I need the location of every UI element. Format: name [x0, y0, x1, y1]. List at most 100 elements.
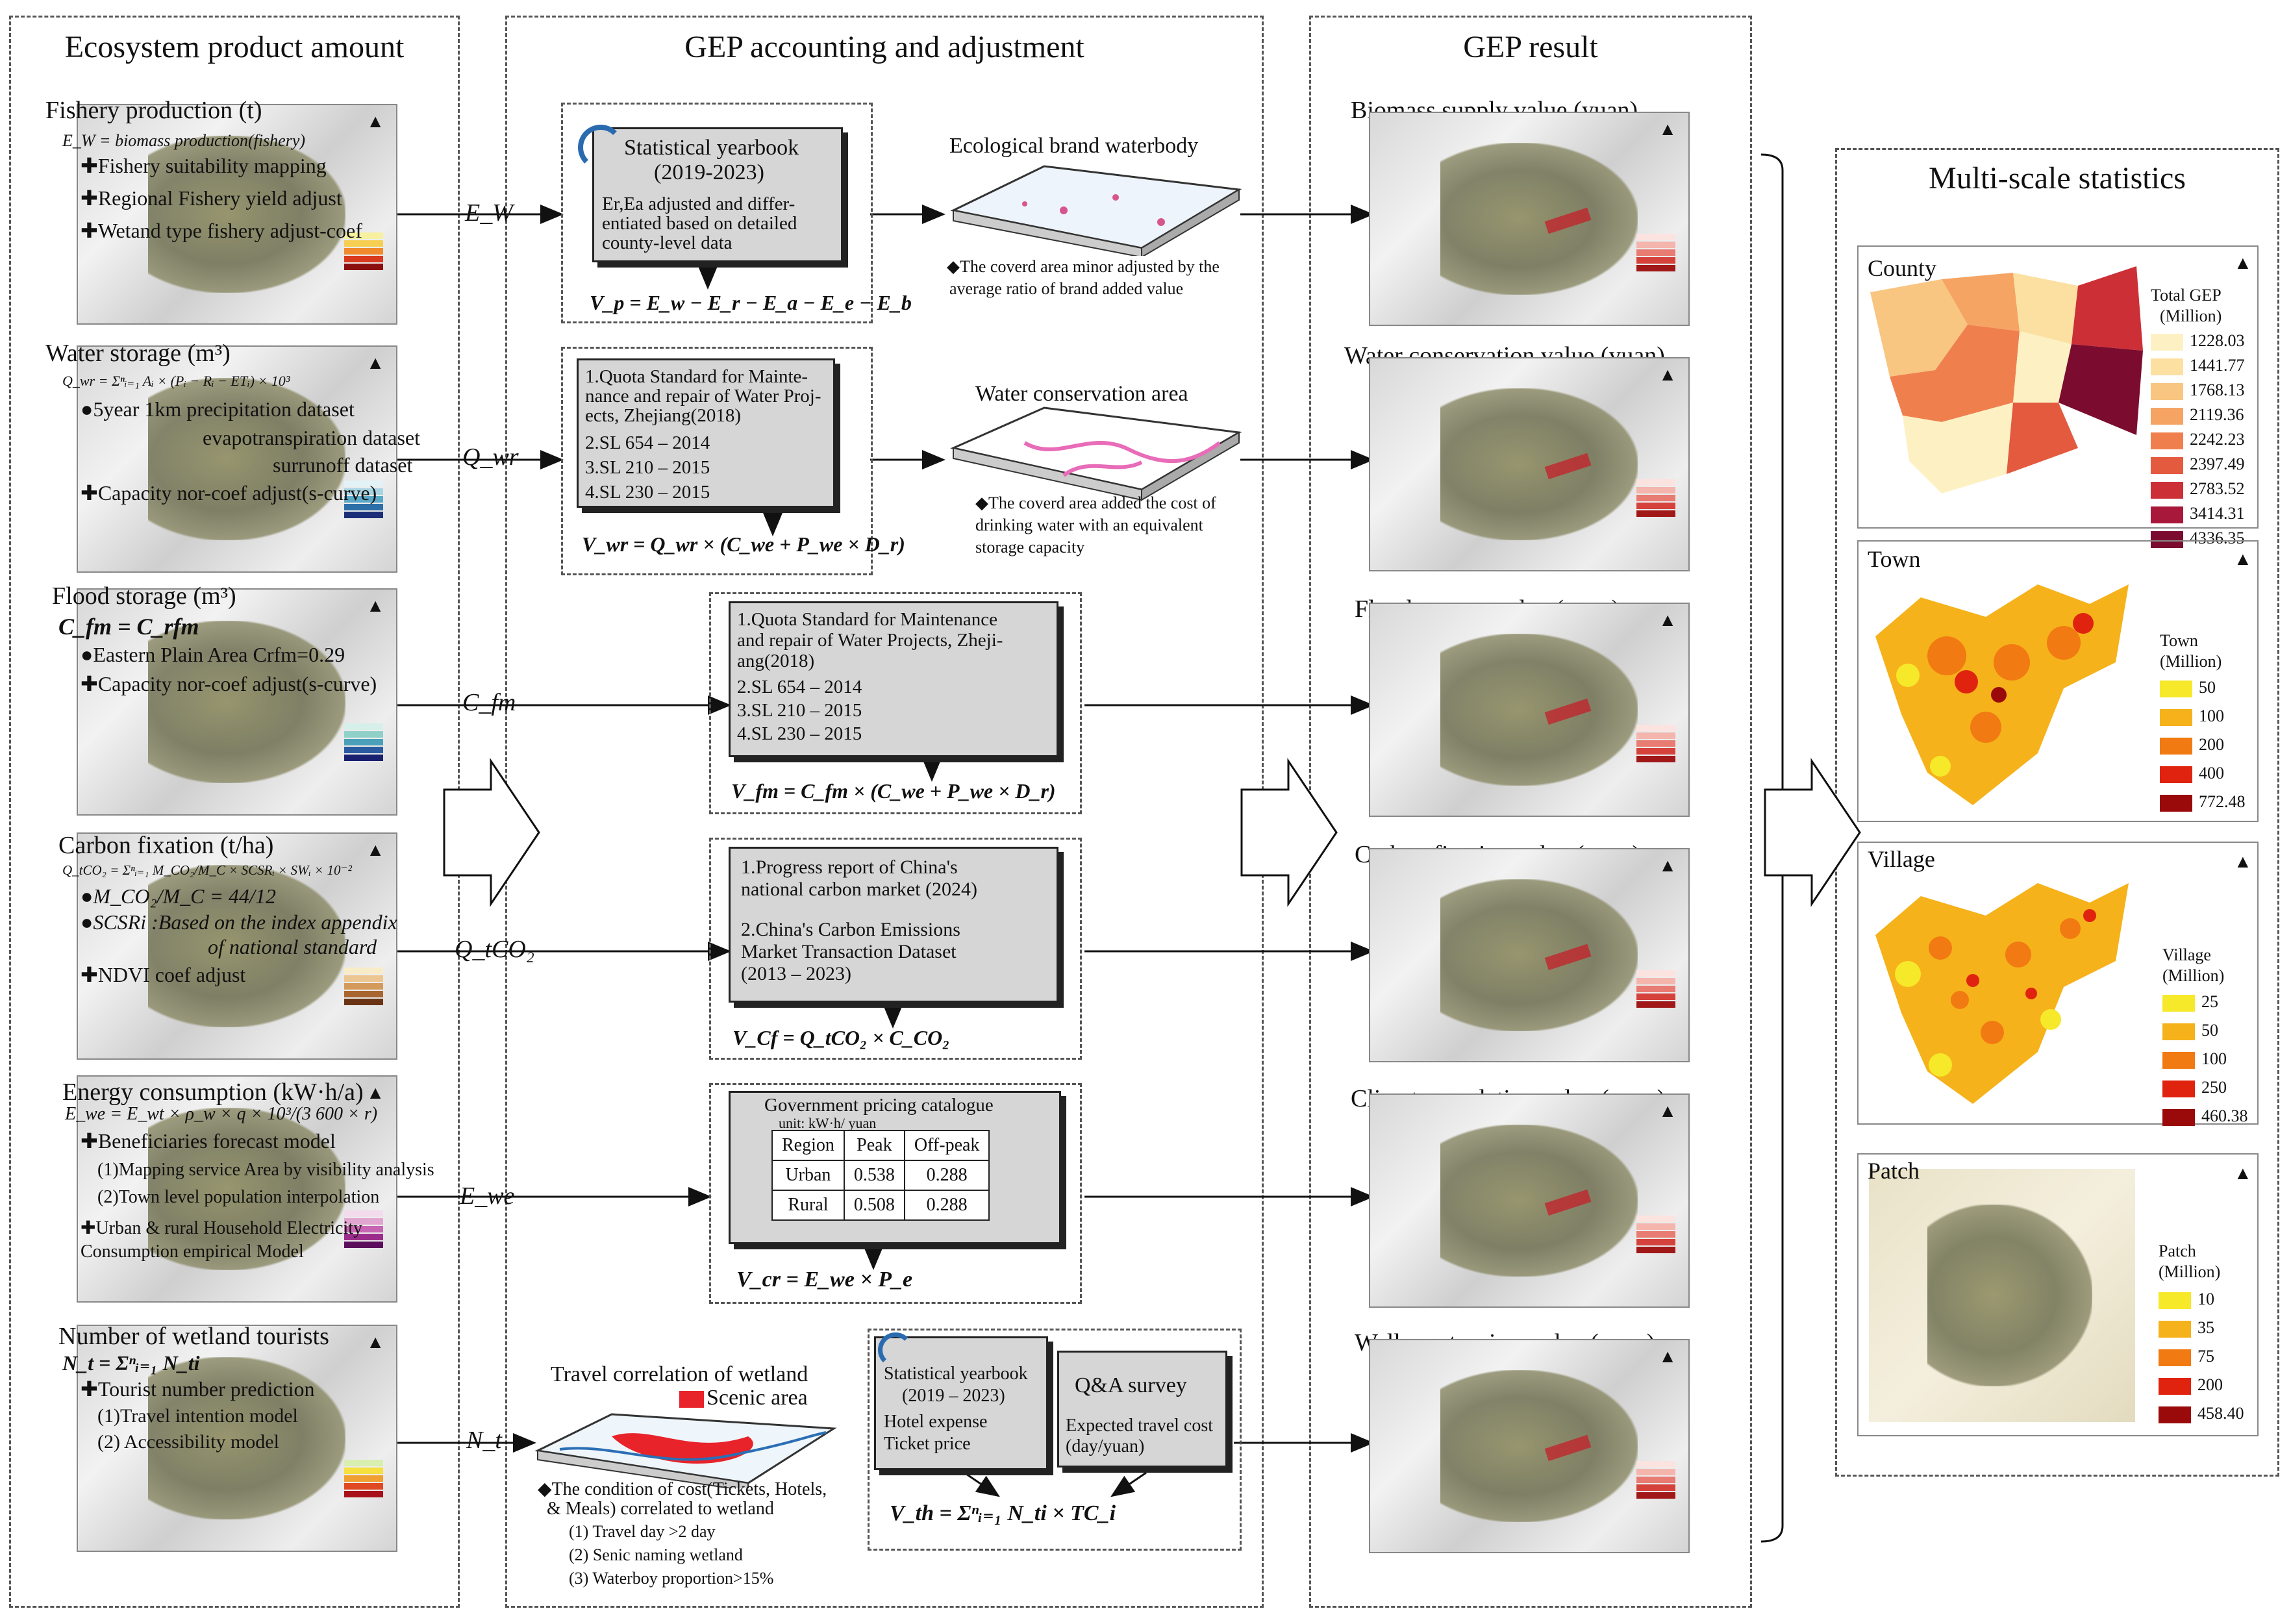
legend-title: (Million): [2160, 306, 2222, 325]
fishery-map: ▲: [77, 104, 397, 325]
product-line: ✚Tourist number prediction: [81, 1377, 315, 1401]
table-cell: Urban: [771, 1160, 845, 1191]
table-cell: 0.508: [843, 1190, 905, 1221]
legend-swatch: [2151, 334, 2183, 351]
area-note: drinking water with an equivalent: [975, 516, 1203, 534]
yearbook-logo-icon: [578, 125, 623, 170]
map-legend: [344, 481, 383, 558]
map-legend: [344, 1210, 383, 1288]
result-map-tourism: ▲: [1369, 1339, 1690, 1553]
legend-swatch: [2159, 1349, 2191, 1366]
map-legend: [1636, 725, 1675, 803]
doc-line: Ticket price: [884, 1434, 971, 1454]
brand-waterbody-map: [947, 158, 1246, 258]
yearbook-logo-icon: [878, 1332, 913, 1368]
eq-vfm: V_fm = C_fm × (C_we + P_we × D_r): [731, 779, 1056, 803]
eq-vcr: V_cr = E_we × P_e: [736, 1268, 913, 1292]
product-line: ✚Fishery suitability mapping: [81, 154, 327, 177]
legend-swatch: [2160, 766, 2192, 783]
water-accounting-box: [561, 347, 873, 575]
table-cell: Rural: [771, 1190, 845, 1221]
doc-line: (2019 – 2023): [902, 1386, 1005, 1406]
area-note: (1) Travel day >2 day: [569, 1522, 716, 1541]
legend-value: 460.38: [2201, 1106, 2248, 1125]
fishery-accounting-box: [561, 103, 873, 323]
table-cell: 0.288: [903, 1160, 990, 1191]
carbon-fixation-map: ▲: [77, 832, 397, 1060]
product-line: ✚Beneficiaries forecast model: [81, 1129, 336, 1153]
map-legend: [344, 723, 383, 801]
result-map-water: ▲: [1369, 357, 1690, 571]
result-map-climate: ▲: [1369, 1093, 1690, 1308]
product-title-energy: Energy consumption (kW·h/a): [62, 1079, 364, 1106]
legend-value: 200: [2197, 1375, 2223, 1394]
product-line: ✚NDVI coef adjust: [81, 963, 246, 986]
area-note: & Meals) correlated to wetland: [547, 1499, 774, 1519]
legend-swatch: [2151, 482, 2183, 499]
pricing-table: Region Peak Off-peak Urban 0.538 0.288 R…: [771, 1130, 990, 1221]
north-arrow-icon: ▲: [1659, 610, 1677, 631]
map-legend: [1636, 970, 1675, 1048]
tourism-doc-survey: Q&A survey Expected travel cost (day/yua…: [1057, 1351, 1227, 1468]
product-line: evapotranspiration dataset: [203, 426, 420, 449]
symbol-ewe: E_we: [460, 1182, 515, 1210]
town-map: [1869, 558, 2135, 812]
legend-value: 100: [2201, 1049, 2227, 1068]
doc-line: 1.Quota Standard for Maintenance: [737, 609, 998, 630]
product-title-flood: Flood storage (m³): [52, 582, 236, 610]
column-title-result: GEP result: [1463, 30, 1598, 64]
village-map: [1869, 857, 2135, 1110]
product-line: ✚Regional Fishery yield adjust: [81, 186, 342, 210]
doc-line: 2.China's Carbon Emissions: [741, 919, 960, 940]
eq-vcf: V_Cf = Q_tCO₂ × C_CO₂: [732, 1026, 950, 1049]
legend-value: 2119.36: [2190, 405, 2244, 424]
eq-vp: V_p = E_w − E_r − E_a − E_e − E_b: [590, 291, 912, 314]
legend-title: Town: [2160, 631, 2198, 650]
water-conservation-map: [947, 404, 1246, 501]
stats-label-patch: Patch: [1868, 1158, 1920, 1184]
legend-swatch: [2162, 1109, 2195, 1126]
product-line: ●SCSRi :Based on the index appendix: [81, 910, 397, 934]
product-line: of national standard: [208, 935, 377, 958]
legend-swatch: [2151, 383, 2183, 400]
product-formula-fishery: E_W = biomass production(fishery): [62, 131, 306, 150]
legend-title: (Million): [2159, 1262, 2221, 1281]
flood-doc: 1.Quota Standard for Maintenance and rep…: [729, 601, 1058, 757]
north-arrow-icon: ▲: [1659, 119, 1677, 140]
product-title-tourists: Number of wetland tourists: [58, 1323, 329, 1350]
eq-vwr: V_wr = Q_wr × (C_we + P_we × D_r): [582, 532, 905, 556]
area-note: (2) Senic naming wetland: [569, 1545, 743, 1564]
legend-value: 35: [2197, 1318, 2214, 1337]
area-title-brand: Ecological brand waterbody: [949, 134, 1199, 158]
legend-swatch: [2151, 432, 2183, 449]
carbon-doc: 1.Progress report of China's national ca…: [729, 847, 1058, 1003]
map-legend: [1636, 234, 1675, 312]
legend-swatch: [2160, 795, 2192, 812]
product-line: ✚Urban & rural Household Electricity: [81, 1218, 362, 1238]
result-map-flood: ▲: [1369, 603, 1690, 817]
doc-line: nance and repair of Water Proj-: [585, 386, 821, 406]
product-line: Consumption empirical Model: [81, 1242, 304, 1262]
tourism-accounting-box: [868, 1329, 1242, 1551]
legend-value: 75: [2197, 1347, 2214, 1366]
legend-value: 1228.03: [2190, 331, 2245, 350]
symbol-cfm: C_fm: [462, 689, 516, 716]
symbol-qwr: Q_wr: [462, 443, 519, 471]
column-title-stats: Multi-scale statistics: [1929, 161, 2186, 195]
product-line: ●M_CO₂/M_C = 44/12: [81, 884, 276, 908]
stats-panel-village: [1857, 842, 2259, 1125]
product-line: ✚Capacity nor-coef adjust(s-curve): [81, 481, 377, 505]
energy-accounting-box: [709, 1083, 1082, 1304]
stats-label-county: County: [1868, 255, 1937, 281]
doc-line: 3.SL 210 – 2015: [585, 457, 710, 478]
north-arrow-icon: ▲: [2234, 1164, 2252, 1184]
legend-value: 2242.23: [2190, 430, 2245, 449]
product-line: (1)Mapping service Area by visibility an…: [97, 1160, 434, 1180]
product-title-fishery: Fishery production (t): [45, 97, 262, 124]
doc-line: 1.Progress report of China's: [741, 856, 958, 878]
legend-value: 772.48: [2199, 792, 2246, 811]
fishery-doc: Statistical yearbook (2019-2023) Er,Ea a…: [592, 127, 843, 262]
north-arrow-icon: ▲: [2234, 253, 2252, 273]
tourism-doc-yearbook: Statistical yearbook (2019 – 2023) Hotel…: [874, 1336, 1048, 1470]
doc-line: 1.Quota Standard for Mainte-: [585, 366, 808, 387]
